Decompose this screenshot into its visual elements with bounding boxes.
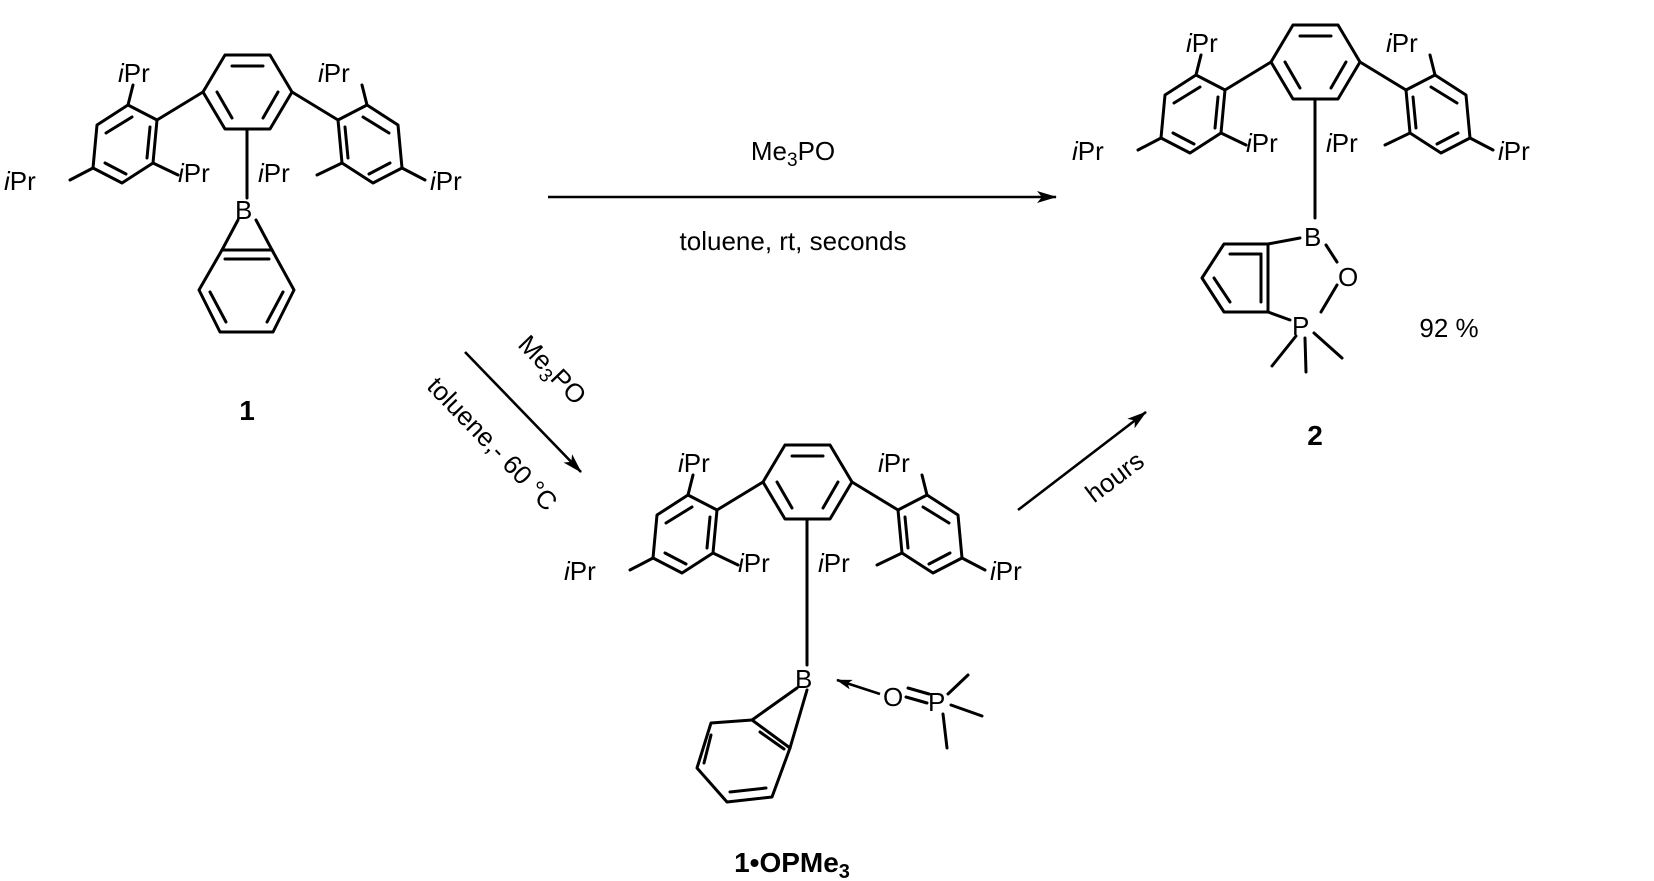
atom-p: P (1292, 311, 1309, 341)
atom-b: B (235, 195, 252, 225)
compound-1-opme3-structure: B O P (564, 445, 1022, 804)
compound-2-structure: B O P (1072, 25, 1530, 374)
atom-p: P (928, 687, 945, 717)
yield-label: 92 % (1419, 313, 1478, 343)
compound-1-label: 1 (239, 395, 255, 426)
compound-2-label: 2 (1307, 420, 1323, 451)
atom-b: B (795, 664, 812, 694)
down-reagent-label: Me3PO (509, 329, 593, 414)
top-reagent-label: Me3PO (751, 136, 835, 171)
atom-b: B (1304, 222, 1321, 252)
compound-1-opme3-label: 1•OPMe3 (734, 847, 850, 881)
atom-o: O (1338, 262, 1358, 292)
up-reaction-arrow (1017, 410, 1147, 512)
compound-1-structure: B (4, 55, 462, 334)
top-conditions-label: toluene, rt, seconds (680, 226, 907, 256)
atom-o: O (883, 682, 903, 712)
down-reaction-arrow (464, 351, 582, 473)
down-conditions-label: toluene,- 60 °C (421, 371, 563, 517)
